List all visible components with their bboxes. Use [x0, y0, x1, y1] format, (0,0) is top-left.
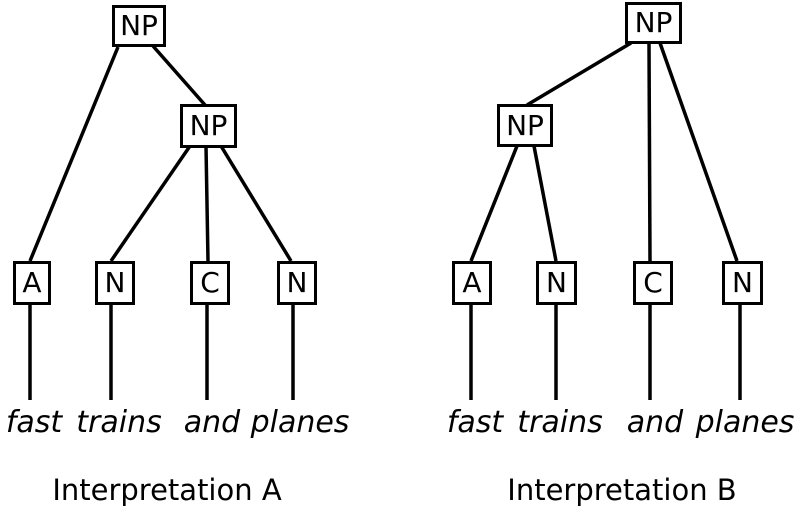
- tree-a-leaf-a-node: A: [13, 261, 51, 305]
- tree-a-leaf-n2-label: N: [286, 266, 308, 299]
- tree-b-leaf-c-node: C: [633, 261, 673, 305]
- tree-b-root-np-label: NP: [634, 6, 673, 39]
- edge-b-inner-np-to-n1: [532, 145, 558, 262]
- tree-b-leaf-a-label: A: [462, 266, 482, 299]
- tree-b-leaf-n2-node: N: [722, 261, 763, 305]
- edge-a-inner-np-to-c: [204, 145, 210, 262]
- tree-b-word-fast: fast: [446, 405, 504, 440]
- tree-b-caption: Interpretation B: [507, 473, 737, 507]
- tree-b-leaf-n1-label: N: [546, 266, 567, 299]
- tree-a-word-planes: planes: [250, 405, 350, 440]
- tree-a-leaf-c-node: C: [190, 261, 230, 305]
- edge-a-inner-np-to-n2: [219, 145, 293, 262]
- edge-a-inner-np-to-n1: [109, 145, 192, 262]
- tree-b-leaf-n1-node: N: [536, 261, 577, 305]
- tree-b-leaf-c-label: C: [643, 266, 663, 299]
- tree-a-leaf-n2-node: N: [277, 261, 317, 305]
- tree-a-word-and: and: [183, 405, 241, 440]
- edge-b-root-to-c: [647, 42, 652, 262]
- tree-a-leaf-a-label: A: [22, 266, 42, 299]
- tree-a-inner-np-node: NP: [180, 104, 237, 148]
- tree-a-caption: Interpretation A: [52, 473, 282, 507]
- tree-b-leaf-n2-label: N: [732, 266, 753, 299]
- tree-b-inner-np-label: NP: [506, 108, 544, 142]
- tree-b-word-and: and: [626, 405, 684, 440]
- tree-b-leaf-a-node: A: [452, 261, 492, 305]
- tree-b-word-trains: trains: [517, 405, 603, 440]
- tree-a-leaf-n1-node: N: [95, 261, 135, 305]
- edge-b-root-to-n2: [658, 42, 739, 262]
- tree-a-word-trains: trains: [76, 405, 162, 440]
- edge-b-inner-np-to-a: [469, 145, 519, 262]
- edge-b-root-to-inner-np: [526, 41, 632, 107]
- tree-b-inner-np-node: NP: [497, 104, 553, 147]
- tree-a-leaf-n1-label: N: [104, 266, 126, 299]
- edge-a-root-to-a: [28, 46, 120, 262]
- tree-a-inner-np-label: NP: [189, 109, 228, 142]
- tree-a-root-np-label: NP: [120, 9, 158, 42]
- tree-b-word-planes: planes: [695, 405, 795, 440]
- tree-a-word-fast: fast: [5, 405, 63, 440]
- tree-a-root-np-node: NP: [112, 5, 166, 47]
- edge-a-root-to-inner-np: [151, 44, 207, 107]
- tree-b-root-np-node: NP: [625, 2, 682, 44]
- tree-a-leaf-c-label: C: [200, 266, 220, 299]
